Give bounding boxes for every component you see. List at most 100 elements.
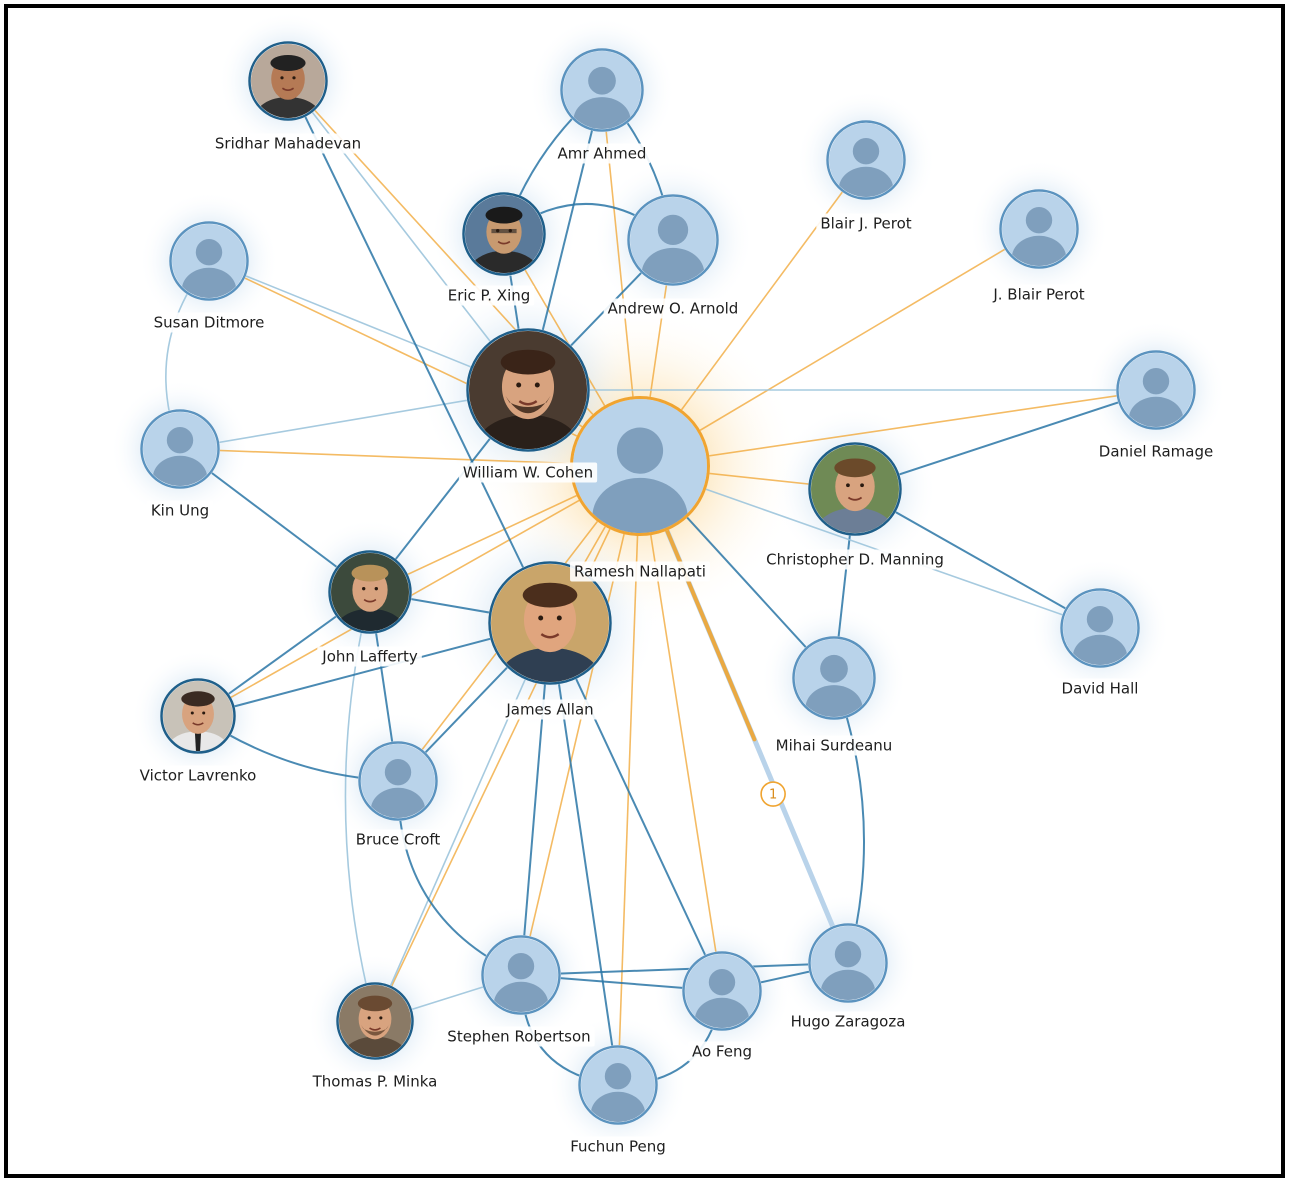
node-david-hall[interactable] <box>1060 588 1140 679</box>
edge-ramesh-nallapati-fuchun-peng[interactable] <box>617 465 641 1086</box>
node-bruce-croft[interactable] <box>358 741 438 832</box>
label-background <box>566 1136 670 1157</box>
node-susan-ditmore[interactable] <box>169 221 249 312</box>
node-mihai-surdeanu[interactable] <box>792 636 876 731</box>
edge-stephen-robertson-hugo-zaragoza[interactable] <box>520 962 849 976</box>
label-thomas-p-minka: Thomas P. Minka <box>307 1071 442 1092</box>
man-glasses-photo <box>465 195 543 273</box>
node-hugo-zaragoza[interactable] <box>808 923 888 1014</box>
label-kin-ung: Kin Ung <box>146 500 214 521</box>
node-christopher-d-manning[interactable] <box>808 442 902 560</box>
susan-ditmore-ring <box>169 221 249 301</box>
person-silhouette-icon <box>795 639 873 717</box>
stephen-robertson-ring <box>481 935 561 1015</box>
label-background <box>135 765 261 786</box>
label-william-w-cohen: William W. Cohen <box>458 462 598 483</box>
label-fuchun-peng: Fuchun Peng <box>566 1136 670 1157</box>
node-james-allan[interactable] <box>488 561 612 716</box>
man-beard-photo <box>339 985 411 1057</box>
node-label: Amr Ahmed <box>558 145 647 163</box>
node-label: Daniel Ramage <box>1099 443 1213 461</box>
label-background <box>501 699 598 720</box>
person-silhouette-icon <box>573 399 707 533</box>
christopher-d-manning-ring <box>808 442 902 536</box>
node-label: James Allan <box>505 701 593 719</box>
label-background <box>351 829 445 850</box>
node-fuchun-peng[interactable] <box>578 1045 658 1136</box>
person-silhouette-icon <box>811 926 885 1000</box>
label-background <box>570 561 710 582</box>
person-silhouette-icon <box>1119 353 1193 427</box>
man-portrait-photo <box>251 44 325 118</box>
label-daniel-ramage: Daniel Ramage <box>1094 441 1218 462</box>
smiling-man-photo <box>491 564 609 682</box>
label-ao-feng: Ao Feng <box>687 1041 757 1062</box>
label-background <box>443 285 535 306</box>
node-john-lafferty[interactable] <box>328 550 412 655</box>
node-blair-j-perot[interactable] <box>826 120 906 211</box>
label-background <box>210 133 366 154</box>
edge-james-allan-fuchun-peng[interactable] <box>549 622 619 1086</box>
node-stephen-robertson[interactable] <box>481 935 561 1026</box>
label-background <box>317 646 422 667</box>
person-silhouette-icon <box>1002 192 1076 266</box>
label-sridhar-mahadevan: Sridhar Mahadevan <box>210 133 366 154</box>
label-stephen-robertson: Stephen Robertson <box>443 1026 595 1047</box>
node-amr-ahmed[interactable] <box>560 48 644 143</box>
node-eric-p-xing[interactable] <box>462 192 546 297</box>
node-label: David Hall <box>1062 680 1139 698</box>
node-victor-lavrenko[interactable] <box>160 678 236 773</box>
node-label: Bruce Croft <box>356 831 441 849</box>
person-silhouette-icon <box>581 1048 655 1122</box>
person-silhouette-icon <box>361 744 435 818</box>
node-label: Christopher D. Manning <box>766 551 944 569</box>
edge-ramesh-nallapati-ao-feng[interactable] <box>639 465 723 992</box>
label-andrew-o-arnold: Andrew O. Arnold <box>603 298 743 319</box>
edge-ramesh-nallapati-daniel-ramage[interactable] <box>639 389 1157 467</box>
badge-count: 1 <box>769 788 777 803</box>
person-silhouette-icon <box>563 51 641 129</box>
node-thomas-p-minka[interactable] <box>336 982 414 1080</box>
node-ramesh-nallapati[interactable] <box>570 396 710 555</box>
node-label: William W. Cohen <box>463 464 593 482</box>
label-hugo-zaragoza: Hugo Zaragoza <box>786 1011 910 1032</box>
label-background <box>307 1071 442 1092</box>
person-silhouette-icon <box>630 197 716 283</box>
node-j-blair-perot[interactable] <box>999 189 1079 280</box>
ao-feng-ring <box>682 951 762 1031</box>
david-hall-ring <box>1060 588 1140 668</box>
edge-count-badge[interactable]: 1 <box>760 781 786 807</box>
node-label: Stephen Robertson <box>447 1028 590 1046</box>
man-tie-photo <box>163 681 233 751</box>
hugo-zaragoza-ring <box>808 923 888 1003</box>
fuchun-peng-ring <box>578 1045 658 1125</box>
node-label: Sridhar Mahadevan <box>215 135 361 153</box>
victor-lavrenko-ring <box>160 678 236 754</box>
person-silhouette-icon <box>484 938 558 1012</box>
node-label: Eric P. Xing <box>448 287 531 305</box>
label-j-blair-perot: J. Blair Perot <box>988 284 1089 305</box>
label-background <box>687 1041 757 1062</box>
label-background <box>458 462 598 483</box>
person-silhouette-icon <box>685 954 759 1028</box>
node-daniel-ramage[interactable] <box>1116 350 1196 441</box>
label-background <box>1057 678 1143 699</box>
node-ao-feng[interactable] <box>682 951 762 1042</box>
label-background <box>771 735 897 756</box>
edge-sridhar-mahadevan-james-allan[interactable] <box>287 80 551 624</box>
node-label: Victor Lavrenko <box>140 767 257 785</box>
label-background <box>988 284 1089 305</box>
sridhar-mahadevan-ring <box>248 41 328 121</box>
badge-circle <box>760 781 786 807</box>
node-label: J. Blair Perot <box>992 286 1084 304</box>
edge-ramesh-nallapati-thomas-p-minka[interactable] <box>374 465 641 1022</box>
node-kin-ung[interactable] <box>140 409 220 500</box>
node-sridhar-mahadevan[interactable] <box>248 41 328 141</box>
node-william-w-cohen[interactable] <box>466 328 590 483</box>
daniel-ramage-ring <box>1116 350 1196 430</box>
james-allan-ring <box>488 561 612 685</box>
edge-ramesh-nallapati-stephen-robertson[interactable] <box>520 465 641 976</box>
node-andrew-o-arnold[interactable] <box>627 194 719 298</box>
